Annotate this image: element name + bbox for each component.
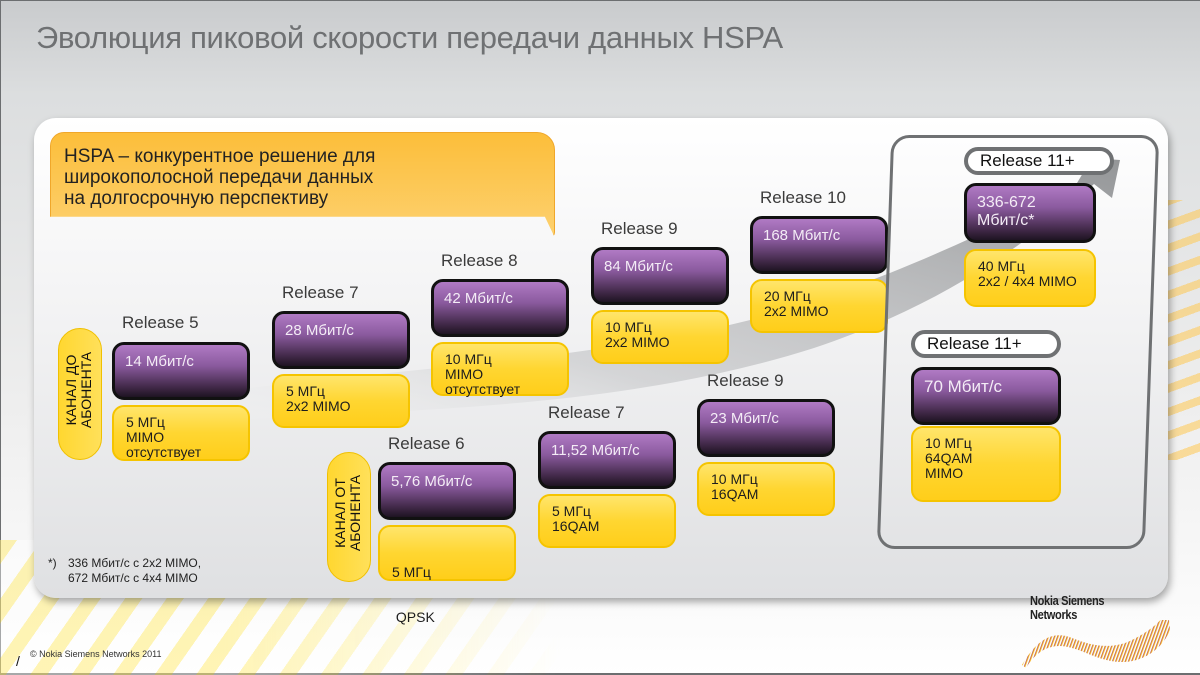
speed-value: 11,52 Мбит/с — [551, 442, 640, 459]
logo-line: Nokia Siemens — [1030, 593, 1105, 608]
spec-line: отсутствует — [126, 444, 202, 460]
speed-value: 84 Мбит/с — [604, 258, 673, 275]
speed-box: 28 Мбит/с — [272, 311, 410, 369]
spec-line: 2x2 MIMO — [764, 303, 829, 319]
release-pill: Release 11+ — [911, 330, 1061, 358]
spec-line: 5 МГц — [392, 564, 431, 580]
downlink-label-line: АБОНЕНТА — [78, 351, 94, 429]
callout-text: HSPA – конкурентное решение для широкопо… — [64, 146, 375, 209]
spec-box: 10 МГц 2x2 MIMO — [591, 310, 729, 364]
spec-line: 10 МГц — [711, 471, 758, 487]
speed-value: 168 Мбит/с — [763, 227, 841, 244]
speed-value: 42 Мбит/с — [444, 290, 513, 307]
uplink-label-line: КАНАЛ ОТ — [332, 478, 348, 548]
downlink-label-line: КАНАЛ ДО — [63, 354, 79, 426]
footnote-marker: *) — [48, 556, 57, 570]
uplink-label: КАНАЛ ОТ АБОНЕНТА — [332, 452, 363, 574]
spec-box: 10 МГц 64QAM MIMO — [911, 426, 1061, 502]
spec-line: 20 МГц — [764, 288, 811, 304]
spec-box: 20 МГц 2x2 MIMO — [750, 279, 888, 333]
speed-box: 14 Мбит/с — [112, 342, 250, 400]
speed-box: 23 Мбит/с — [697, 399, 835, 457]
spec-line: 10 МГц — [605, 319, 652, 335]
spec-box: 5 МГц 16QAM — [538, 494, 676, 548]
spec-box: 5 МГц MIMO отсутствует — [112, 405, 250, 461]
spec-line: MIMO — [445, 366, 484, 382]
slide-title: Эволюция пиковой скорости передачи данны… — [36, 20, 783, 55]
release-label: Release 9 — [601, 219, 678, 238]
release-pill-label: Release 11+ — [927, 334, 1022, 353]
spec-line: 5 МГц — [126, 414, 165, 430]
spec-line: 40 МГц — [978, 258, 1025, 274]
downlink-label-pill — [58, 328, 102, 460]
spec-line: 16QAM — [552, 518, 600, 534]
release-pill: Release 11+ — [964, 147, 1114, 175]
footnote-line: 672 Мбит/с с 4x4 MIMO — [68, 571, 198, 585]
spec-box: 5 МГц 2x2 MIMO — [272, 374, 410, 428]
spec-line: 2x2 / 4x4 MIMO — [978, 273, 1077, 289]
release-pill-label: Release 11+ — [980, 151, 1075, 170]
release-label: Release 5 — [122, 313, 199, 332]
release-label: Release 7 — [548, 403, 625, 422]
spec-box: 5 МГц QPSK — [378, 525, 516, 625]
spec-line: MIMO — [126, 429, 165, 445]
logo-wave-icon — [1022, 620, 1170, 668]
spec-line: 5 МГц — [286, 383, 325, 399]
spec-line: MIMO — [925, 465, 964, 481]
speed-value: 5,76 Мбит/с — [391, 473, 473, 490]
spec-line: 64QAM — [925, 450, 973, 466]
speed-value: 70 Мбит/с — [924, 377, 1003, 396]
callout-line: на долгосрочную перспективу — [64, 188, 329, 209]
speed-box: 84 Мбит/с — [591, 247, 729, 305]
speed-box: 42 Мбит/с — [431, 279, 569, 337]
spec-line: отсутствует — [445, 381, 521, 397]
spec-line: 5 МГц — [552, 503, 591, 519]
speed-box: 168 Мбит/с — [750, 216, 888, 274]
company-logo-text: Nokia Siemens Networks — [1030, 593, 1105, 622]
spec-box: 10 МГц 16QAM — [697, 462, 835, 516]
spec-line: 2x2 MIMO — [605, 334, 670, 350]
footnote-line: 336 Мбит/с с 2x2 MIMO, — [68, 556, 202, 570]
downlink-label: КАНАЛ ДО АБОНЕНТА — [63, 328, 94, 452]
release-label: Release 8 — [441, 251, 518, 270]
spec-line: 16QAM — [711, 486, 759, 502]
release-label: Release 6 — [388, 434, 465, 453]
uplink-label-pill — [327, 452, 371, 582]
callout-line: HSPA – конкурентное решение для — [64, 146, 376, 167]
spec-line: QPSK — [392, 609, 435, 625]
slide-number-mark: / — [16, 653, 20, 669]
release-label: Release 7 — [282, 283, 359, 302]
logo-line: Networks — [1030, 607, 1078, 622]
spec-box: 10 МГц MIMO отсутствует — [431, 342, 569, 397]
callout-line: широкополосной передачи данных — [64, 167, 374, 188]
spec-line: 10 МГц — [445, 351, 492, 367]
speed-value: 28 Мбит/с — [285, 322, 354, 339]
release-label: Release 9 — [707, 371, 784, 390]
speed-value: 14 Мбит/с — [125, 353, 194, 370]
speed-box: 70 Мбит/с — [911, 367, 1061, 425]
speed-value: 336-672 — [977, 194, 1036, 211]
speed-box: 5,76 Мбит/с — [378, 462, 516, 520]
speed-value: Мбит/с* — [977, 212, 1035, 229]
speed-value: 23 Мбит/с — [710, 410, 779, 427]
spec-line: 2x2 MIMO — [286, 398, 351, 414]
uplink-label-line: АБОНЕНТА — [347, 474, 363, 552]
spec-box: 40 МГц 2x2 / 4x4 MIMO — [964, 249, 1096, 307]
copyright-text: © Nokia Siemens Networks 2011 — [30, 649, 162, 659]
spec-line: 10 МГц — [925, 435, 972, 451]
release-label: Release 10 — [760, 188, 847, 207]
speed-box: 336-672 Мбит/с* — [964, 183, 1096, 243]
speed-box: 11,52 Мбит/с — [538, 431, 676, 489]
